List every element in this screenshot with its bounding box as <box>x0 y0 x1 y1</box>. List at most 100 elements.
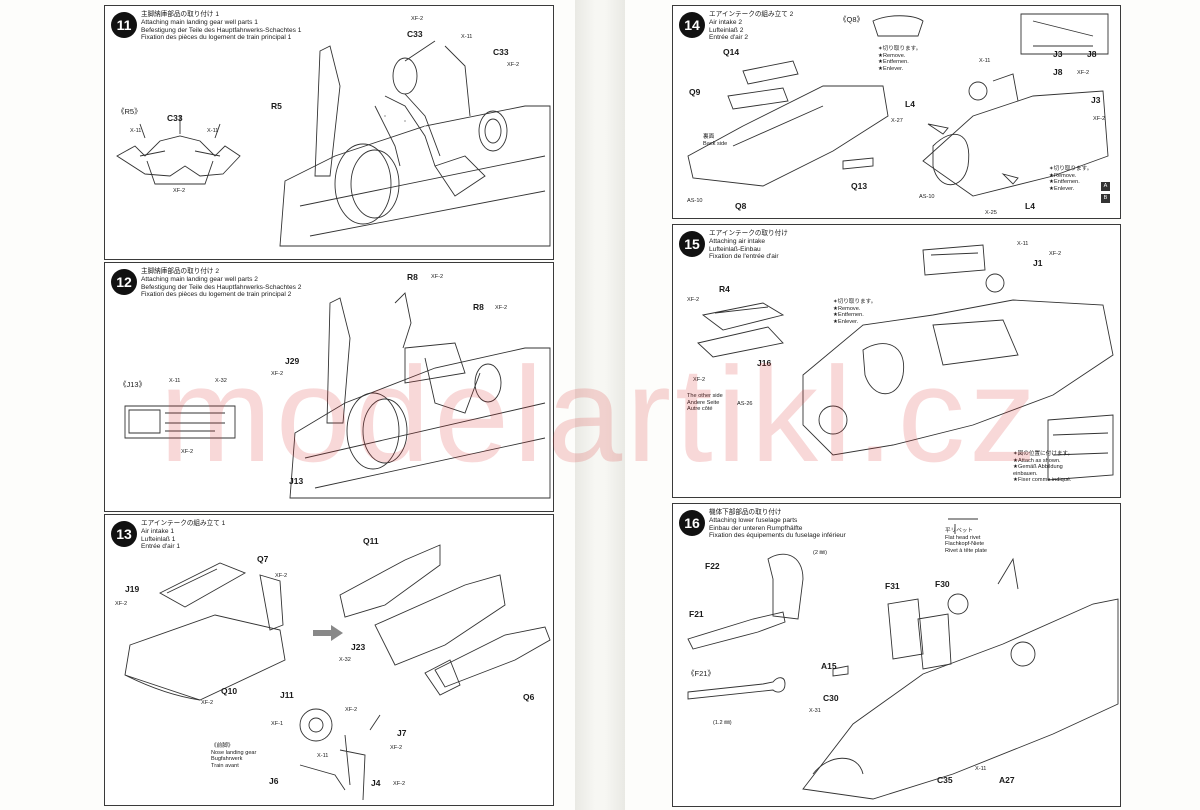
paint-label: X-11 <box>975 766 987 772</box>
step-number-badge: 13 <box>111 521 137 547</box>
part-label: Q6 <box>523 692 535 702</box>
cut-note: ✶切り取ります。 ★Remove. ★Entfernen. ★Enlever. <box>878 46 922 72</box>
part-label: F30 <box>935 579 950 589</box>
sub-callout-label: 《F21》 <box>687 669 715 678</box>
part-label: Q14 <box>723 47 740 57</box>
title-fr: Fixation des pièces du logement de train… <box>141 34 292 42</box>
paint-label: X-11 <box>1017 241 1029 247</box>
part-label: R8 <box>407 272 418 282</box>
title-de: Lufteinlaß-Einbau <box>709 245 761 253</box>
paint-label: XF-2 <box>431 274 444 280</box>
paint-label: AS-10 <box>687 198 703 204</box>
part-label: J7 <box>397 728 407 738</box>
title-jp: 機体下部部品の取り付け <box>709 509 782 516</box>
part-label: F21 <box>689 609 704 619</box>
paint-label: X-31 <box>809 708 821 714</box>
gear-note: 《前脚》 Nose landing gear Bugfahrwerk Train… <box>211 743 257 769</box>
paint-label: XF-2 <box>1093 116 1106 122</box>
paint-label: AS-10 <box>919 194 935 200</box>
step-number-badge: 12 <box>111 269 137 295</box>
paint-label: XF-2 <box>393 781 406 787</box>
step-15-panel: 15 エアインテークの取り付け Attaching air intake Luf… <box>672 224 1121 498</box>
step-number-badge: 14 <box>679 12 705 38</box>
part-label: F22 <box>705 561 720 571</box>
paint-label: X-11 <box>979 58 991 64</box>
other-side-note: The other side Andere Seite Autre côté <box>687 393 723 413</box>
part-label: R4 <box>719 284 730 294</box>
part-label: J23 <box>351 642 366 652</box>
part-label: Q9 <box>689 87 701 97</box>
part-label: C35 <box>937 775 953 785</box>
title-en: Attaching air intake <box>709 237 766 245</box>
step-11-drawing <box>116 40 551 247</box>
part-label: AS-26 <box>737 401 753 407</box>
paint-label: X-11 <box>461 34 473 40</box>
title-fr: Fixation des pièces du logement de train… <box>141 291 292 299</box>
title-en: Attaching main landing gear well parts 1 <box>141 18 258 26</box>
rivet-note: 平リベット Flat head rivet Flachkopf-Niete Ri… <box>945 528 987 554</box>
step-number-badge: 11 <box>111 12 137 38</box>
paint-label: XF-2 <box>275 573 288 579</box>
paint-label: X-11 <box>207 128 219 134</box>
step-16-drawing <box>687 518 1119 800</box>
part-label: C33 <box>407 29 423 39</box>
part-label: A27 <box>999 775 1015 785</box>
part-label: J6 <box>269 776 279 786</box>
part-label: J8 <box>1087 49 1097 59</box>
step-15-drawing <box>697 244 1114 481</box>
title-jp: 主脚納庫部品の取り付け 2 <box>141 268 220 275</box>
step-12-drawing <box>124 292 551 499</box>
title-fr: Entrée d'air 1 <box>141 543 181 551</box>
part-label: J1 <box>1033 258 1043 268</box>
paint-label: XF-2 <box>271 371 284 377</box>
paint-label: X-27 <box>891 118 903 124</box>
paint-label: XF-2 <box>411 16 424 22</box>
paint-label: XF-2 <box>345 707 358 713</box>
back-side-label: 裏面 Back side <box>703 134 728 147</box>
sub-callout-label: 《J13》 <box>119 380 147 389</box>
paint-label: XF-2 <box>115 601 128 607</box>
sub-callout-label: 《R5》 <box>117 107 142 116</box>
part-label: J11 <box>280 690 294 700</box>
title-fr: Fixation de l'entrée d'air <box>709 253 779 261</box>
part-label: C33 <box>167 113 183 123</box>
part-label: Q13 <box>851 181 868 191</box>
part-label: J4 <box>371 778 381 788</box>
title-fr: Fixation des équipements du fuselage inf… <box>709 532 846 540</box>
title-en: Attaching main landing gear well parts 2 <box>141 275 258 283</box>
part-label: J3 <box>1091 95 1101 105</box>
variant-box-a: A <box>1101 174 1110 192</box>
paint-label: XF-2 <box>173 188 186 194</box>
cut-note: ✶切り取ります。 ★Remove. ★Entfernen. ★Enlever. <box>833 299 877 325</box>
part-label: J3 <box>1053 49 1063 59</box>
paint-label: XF-2 <box>693 377 706 383</box>
step-title: エアインテークの取り付け Attaching air intake Luftei… <box>709 230 788 261</box>
step-title: エアインテークの組み立て 1 Air intake 1 Lufteinlaß 1… <box>141 520 225 551</box>
paint-label: X-32 <box>215 378 227 384</box>
step-number-badge: 16 <box>679 510 705 536</box>
title-jp: エアインテークの取り付け <box>709 230 788 237</box>
part-label: Q7 <box>257 554 269 564</box>
paint-label: X-11 <box>169 378 181 384</box>
part-label: R5 <box>271 101 282 111</box>
part-label: J13 <box>289 476 304 486</box>
part-label: Q11 <box>363 536 379 546</box>
title-jp: エアインテークの組み立て 2 <box>709 11 794 18</box>
part-label: Q10 <box>221 686 238 696</box>
cut-note-2: ✶切り取ります。 ★Remove. ★Entfernen. ★Enlever. <box>1049 166 1093 192</box>
title-jp: エアインテークの組み立て 1 <box>141 520 226 527</box>
step-13-panel: 13 エアインテークの組み立て 1 Air intake 1 Lufteinla… <box>104 514 554 806</box>
title-jp: 主脚納庫部品の取り付け 1 <box>141 11 220 18</box>
paint-label: XF-2 <box>201 700 214 706</box>
paint-label: XF-1 <box>271 721 284 727</box>
paint-label: XF-2 <box>1049 251 1062 257</box>
dimension-label: (1.2 ㎜) <box>713 720 732 726</box>
title-en: Air intake 2 <box>709 18 742 26</box>
part-label: R8 <box>473 302 484 312</box>
title-de: Einbau der unteren Rumpfhälfte <box>709 524 803 532</box>
title-de: Befestigung der Teile des Hauptfahrwerks… <box>141 283 302 291</box>
title-en: Air intake 1 <box>141 527 174 535</box>
step-title: 主脚納庫部品の取り付け 1 Attaching main landing gea… <box>141 11 301 42</box>
step-14-drawing <box>687 13 1109 197</box>
paint-label: XF-2 <box>507 62 520 68</box>
